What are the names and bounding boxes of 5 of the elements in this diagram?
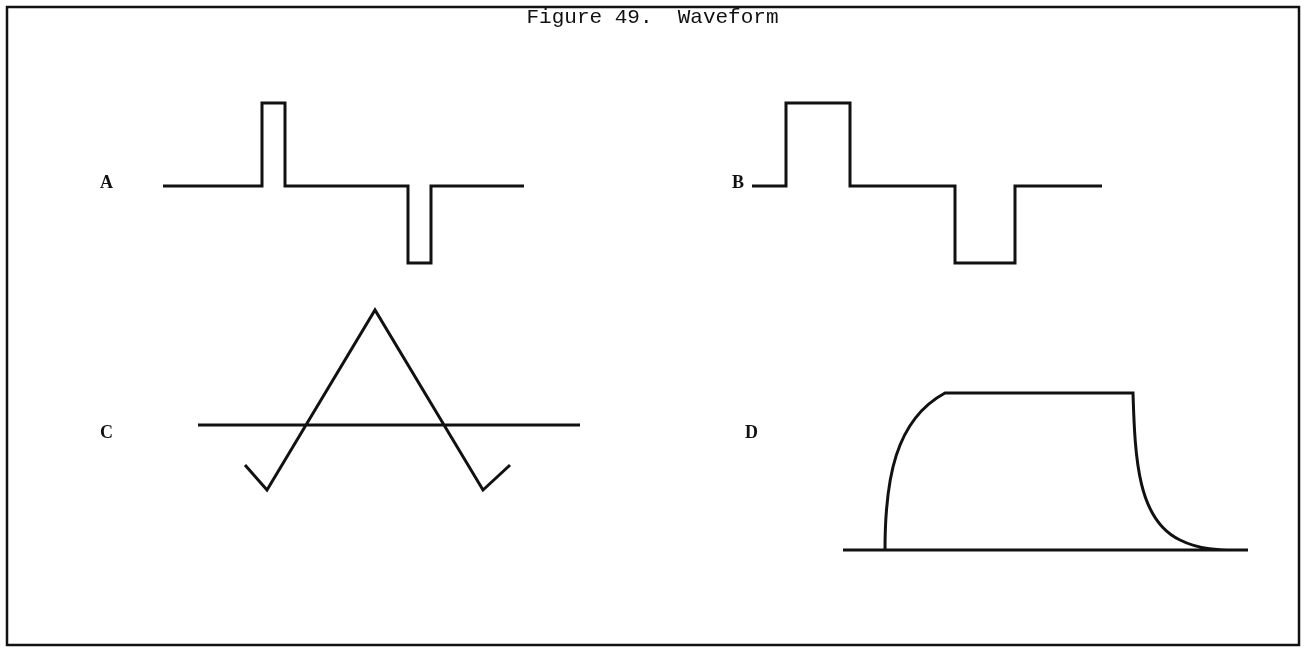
panel-letter: B [732, 172, 744, 193]
panel-letter: A [100, 172, 113, 193]
figure-title: Figure 49. Waveform [525, 6, 780, 29]
panel-letter: C [100, 422, 113, 443]
panel-letter: D [745, 422, 758, 443]
